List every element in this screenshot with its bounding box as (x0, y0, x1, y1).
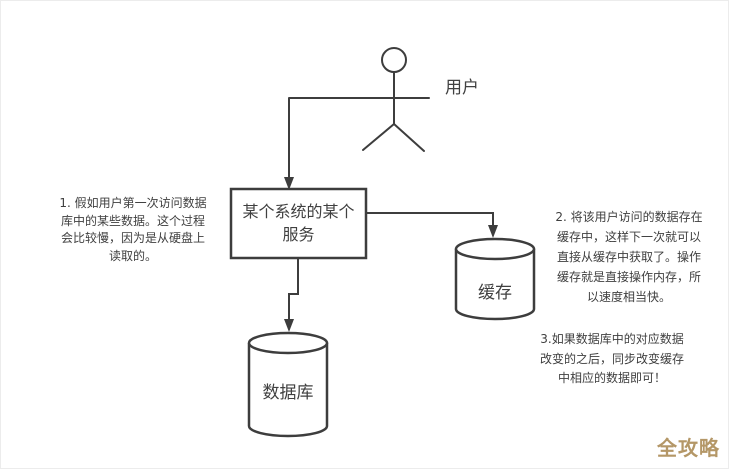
arrow-service-to-database (284, 258, 299, 332)
user-head (381, 47, 407, 73)
arrow-user-to-service (284, 98, 294, 190)
user-right-leg (393, 123, 425, 152)
service-box (229, 187, 368, 260)
annotation-step-1: 1. 假如用户第一次访问数据 库中的某些数据。这个过程 会比较慢，因为是从硬盘上… (59, 196, 207, 263)
annotation-step-3: 3.如果数据库中的对应数据 改变的之后，同步改变缓存 中相应的数据即可！ (539, 332, 684, 385)
arrow-service-to-cache (366, 212, 498, 238)
user-stick-figure-icon (288, 47, 430, 152)
cache-cylinder-icon (454, 237, 536, 321)
database-label: 数据库 (262, 383, 314, 403)
database-cylinder-icon (247, 331, 329, 438)
arrowhead-down-icon (488, 225, 498, 238)
annotation-step-2: 2. 将该用户访问的数据存在 缓存中，这样下一次就可以 直接从缓存中获取了。操作… (555, 210, 703, 304)
cache-label: 缓存 (478, 283, 512, 303)
service-box-label: 某个系统的某个 服务 (242, 202, 355, 244)
arrowhead-down-icon (284, 319, 294, 332)
watermark: 全攻略 (657, 436, 720, 460)
user-label: 用户 (445, 78, 479, 98)
user-left-leg (362, 123, 395, 151)
arrowhead-down-icon (284, 177, 294, 190)
